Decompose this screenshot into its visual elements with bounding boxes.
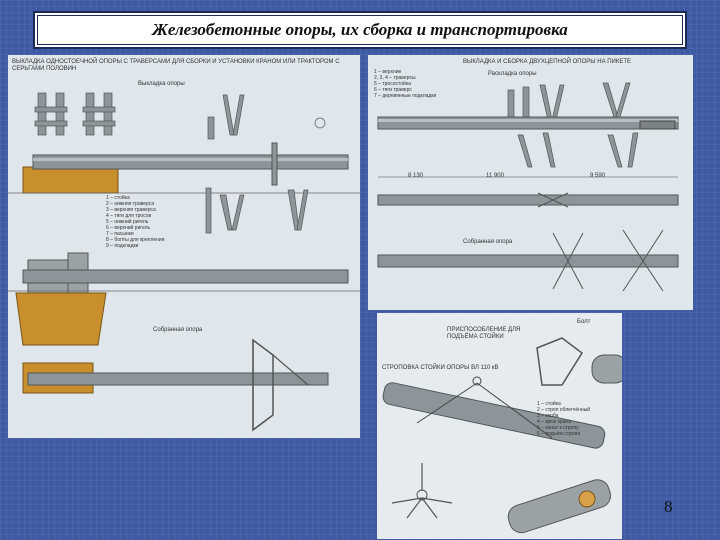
- left-heading: ВЫКЛАДКА ОДНОСТОЕЧНОЙ ОПОРЫ С ТРАВЕРСАМИ…: [12, 59, 340, 72]
- legend-item: 6 – подъём стропа: [537, 431, 581, 437]
- right-legend: 1 – верхние 2, 3, 4 – траверсы 5 – тросо…: [374, 69, 436, 99]
- legend-item: 5 – тросостойка: [374, 81, 411, 87]
- left-legend: 1 – стойка 2 – нижняя траверса 3 – верхн…: [106, 195, 164, 249]
- legend-item: 1 – верхние: [374, 69, 402, 75]
- legend-item: 6 – тяги траверс: [374, 87, 412, 93]
- legend-item: 4 – крюк крана: [537, 419, 571, 425]
- right-subheading: Раскладка опоры: [488, 71, 537, 77]
- bottom-legend: 1 – стойка 2 – строп облегчённый 3 – ско…: [537, 401, 590, 437]
- legend-item: 1 – стойка: [537, 401, 561, 407]
- legend-item: 1 – стойка: [106, 195, 130, 201]
- legend-item: 9 – подкладки: [106, 243, 139, 249]
- sling-label: СТРОПОВКА СТОЙКИ ОПОРЫ ВЛ 110 кВ: [382, 365, 499, 371]
- title-bar: Железобетонные опоры, их сборка и трансп…: [33, 11, 687, 49]
- left-figure-panel: ВЫКЛАДКА ОДНОСТОЕЧНОЙ ОПОРЫ С ТРАВЕРСАМИ…: [8, 55, 360, 438]
- left-subheading: Выкладка опоры: [138, 81, 185, 87]
- right-heading: ВЫКЛАДКА И СБОРКА ДВУХЦЕПНОЙ ОПОРЫ НА ПИ…: [463, 59, 632, 65]
- legend-item: 3 – скоба: [537, 413, 559, 419]
- legend-item: 6 – верхний ригель: [106, 225, 151, 231]
- bottom-figure-drawing: [382, 337, 622, 534]
- dimension-label: 8 130: [408, 173, 424, 179]
- bolt-label: Болт: [577, 319, 591, 325]
- device-label: ПРИСПОСОБЛЕНИЕ ДЛЯ ПОДЪЁМА СТОЙКИ: [447, 327, 521, 340]
- legend-item: 2 – строп облегчённый: [537, 407, 591, 413]
- dimension-label: 11 900: [486, 173, 504, 179]
- slide-title: Железобетонные опоры, их сборка и трансп…: [152, 20, 568, 39]
- left-assembled-label: Собранная опора: [153, 327, 203, 333]
- right-figure-drawing: [377, 82, 679, 292]
- bottom-figure-panel: ПРИСПОСОБЛЕНИЕ ДЛЯ ПОДЪЁМА СТОЙКИ СТРОПО…: [377, 313, 622, 539]
- legend-item: 7 – пасынки: [106, 231, 134, 237]
- legend-item: 4 – тяги для тросов: [106, 213, 152, 219]
- left-figure-drawing: [8, 92, 360, 432]
- right-assembled-label: Собранная опора: [463, 239, 513, 245]
- legend-item: 2, 3, 4 – траверсы: [374, 75, 416, 81]
- slide-number: 8: [664, 497, 673, 516]
- right-figure-panel: ВЫКЛАДКА И СБОРКА ДВУХЦЕПНОЙ ОПОРЫ НА ПИ…: [368, 55, 693, 310]
- legend-item: 8 – болты для крепления: [106, 237, 165, 243]
- legend-item: 5 – канат к стропу: [537, 425, 579, 431]
- legend-item: 7 – деревянные подкладки: [374, 93, 437, 99]
- dimension-label: 9 590: [590, 173, 606, 179]
- legend-item: 2 – нижняя траверса: [106, 201, 155, 207]
- legend-item: 3 – верхняя траверса: [106, 207, 156, 213]
- legend-item: 5 – нижний ригель: [106, 219, 149, 225]
